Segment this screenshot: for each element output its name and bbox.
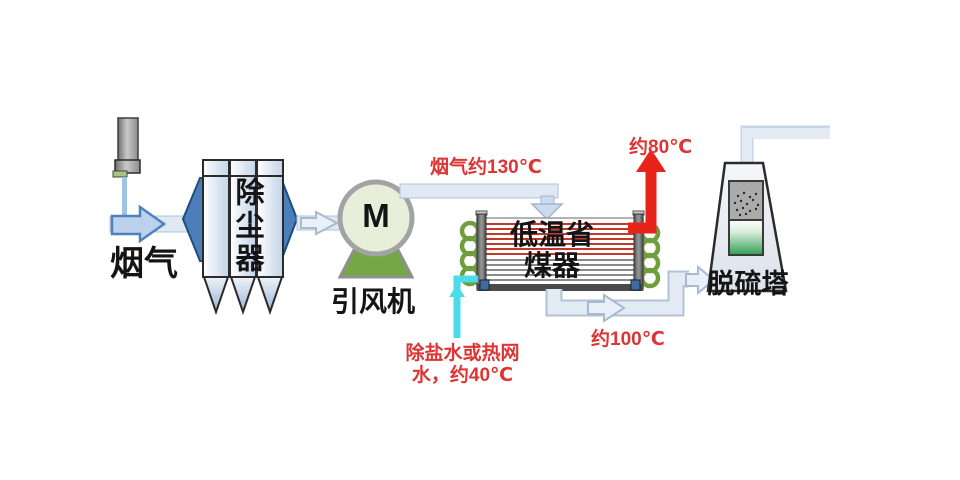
label-tower: 脱硫塔 (707, 269, 789, 299)
label-economizer-line1: 低温省 (509, 219, 594, 250)
label-feed-water: 除盐水或热网水，约40℃ (385, 343, 540, 387)
label-temp-out-bottom: 约100℃ (591, 329, 665, 350)
cool-tubes (486, 259, 634, 281)
label-economizer: 低温省煤器 (496, 219, 608, 281)
label-economizer-line2: 煤器 (523, 250, 580, 281)
label-feed-water-line1: 除盐水或热网 (405, 343, 520, 364)
feed-water-pipe (449, 275, 478, 338)
label-flue-temp-in: 烟气约130℃ (430, 157, 542, 178)
pipe-arrow (587, 293, 626, 323)
desulfurization-tower (706, 161, 788, 293)
coil-right (639, 222, 661, 289)
boiler-outlet-stub (112, 117, 141, 219)
tower-slurry-zone (728, 219, 764, 256)
down-arrow-into-economizer (530, 203, 564, 221)
red-up-arrow (636, 149, 666, 172)
cyan-up-arrow (449, 284, 465, 297)
label-feed-water-line2: 水，约40℃ (411, 365, 514, 386)
pipe-fan-to-economizer (399, 183, 559, 199)
economizer (459, 210, 661, 291)
label-temp-out-top: 约80℃ (629, 137, 693, 158)
hot-tubes (486, 223, 634, 255)
fan-motor-circle (337, 179, 415, 257)
pipe-arrow (300, 210, 340, 236)
coil-left (459, 220, 481, 287)
label-dust-collector: 除尘器 (231, 177, 263, 276)
label-fan: 引风机 (331, 286, 416, 317)
hopper (202, 276, 230, 316)
dust-collector (181, 159, 299, 316)
label-fan-motor: M (362, 197, 390, 234)
hopper (256, 276, 284, 316)
economizer-base (477, 284, 643, 291)
hot-water-out-pipe (628, 149, 666, 234)
header-left (476, 213, 487, 291)
flue-gas-arrow (110, 204, 167, 244)
spray-droplets (733, 191, 760, 217)
induced-draft-fan (337, 179, 415, 279)
tower-inlet-arrow (685, 264, 716, 296)
downcomer-line (122, 177, 127, 219)
tower-outlet-pipe (740, 125, 830, 166)
hopper (229, 276, 257, 316)
pipe-economizer-to-tower (545, 264, 716, 323)
boiler-green-strip (112, 170, 128, 178)
label-flue-gas: 烟气 (110, 245, 178, 283)
